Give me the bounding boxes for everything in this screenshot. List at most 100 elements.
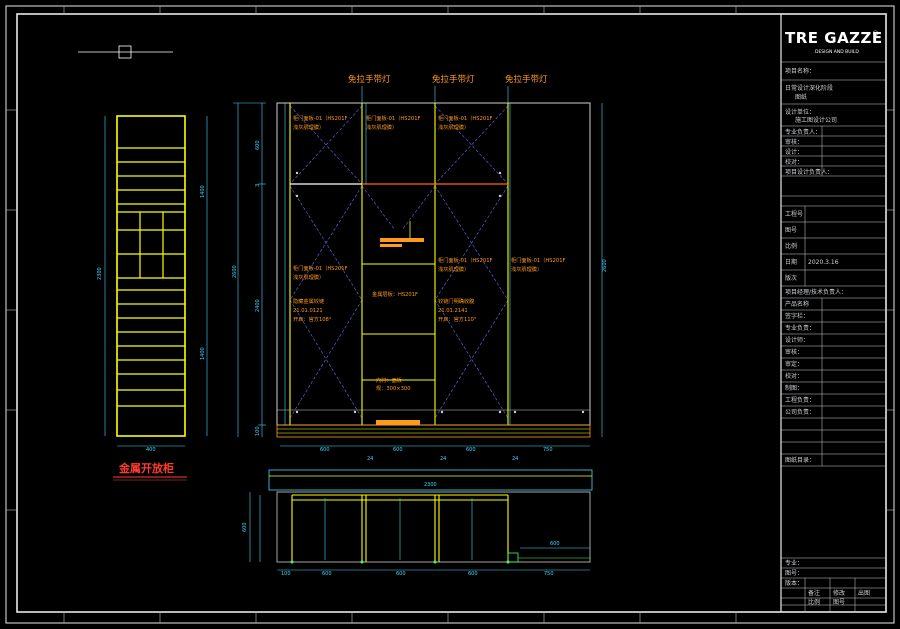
plan-dim-b: 600 [322, 571, 332, 577]
note-door-top-1b: 浅灰肌理膜） [293, 123, 324, 131]
brand-logo: TRE GAZZE [785, 29, 883, 47]
tb-row-29: 图号： [785, 570, 803, 577]
tb-row-32: 修改 [833, 589, 845, 597]
elev-gap-3: 24 [512, 456, 518, 462]
section-symbol [78, 45, 173, 59]
note-door-mid-3b: 浅灰肌理膜） [438, 265, 469, 273]
led-label-2: 免拉手带灯 [432, 74, 475, 85]
tb-row-23: 校对： [785, 372, 803, 380]
side-dim-upper: 1400 [200, 185, 206, 198]
tb-row-0: 项目名称： [785, 67, 815, 75]
side-dim-total: 2300 [97, 267, 103, 280]
note-hinge-right-3: 开启：官方110° [438, 315, 477, 323]
tb-row-28: 专业： [785, 559, 803, 567]
front-elevation [233, 102, 603, 447]
tb-row-3: 设计单位： [785, 108, 815, 116]
tb-row-20: 设计师： [785, 336, 809, 344]
elev-dim-base: 100 [255, 426, 261, 436]
plan-dim-c: 600 [396, 571, 406, 577]
note-hinge-right-2: 21.01.2141 [438, 308, 468, 314]
tb-row-14: 2020.3.16 [808, 259, 839, 266]
tb-row-34: 比例 [808, 598, 820, 606]
tb-row-15: 版次 [785, 274, 797, 282]
note-door-mid-4: 柜门面板-01（HS201F [511, 256, 566, 264]
note-door-top-3: 柜门面板-01（HS201F [438, 114, 493, 122]
tb-row-26: 公司负责： [785, 408, 815, 416]
tb-row-19: 专业负责： [785, 324, 815, 332]
tb-row-18: 签字栏： [785, 312, 809, 320]
tb-row-4: 施工图设计公司 [795, 116, 837, 124]
elev-dim-w1: 600 [320, 447, 330, 453]
tb-row-33: 出图 [858, 589, 870, 597]
note-door-mid-1: 柜门面板-01（HS201F [293, 264, 348, 272]
tb-row-30: 版本： [785, 579, 803, 587]
elev-gap-2: 24 [440, 456, 446, 462]
tb-row-17: 产品名称 [785, 300, 809, 308]
elev-dim-w3: 600 [466, 447, 476, 453]
tb-row-13: 日期 [785, 258, 797, 266]
tb-row-8: 校对： [785, 158, 803, 166]
tb-row-21: 审核： [785, 348, 803, 356]
plan-view [249, 469, 593, 571]
tb-row-16: 项目经理/技术负责人： [785, 288, 847, 296]
elev-dim-total-right: 2600 [602, 259, 608, 272]
registered-mark: ® [872, 30, 879, 38]
tb-row-24: 制图： [785, 384, 803, 392]
title-block [781, 61, 886, 612]
note-hinge-left: 隐藏金属铰链 [293, 297, 325, 305]
elev-dim-w2: 600 [393, 447, 403, 453]
drawing-title: 金属开放柜 [118, 461, 174, 475]
tb-row-31: 备注 [808, 589, 820, 597]
note-center-2: 内衬：面板 [376, 376, 403, 384]
side-dim-lower: 1400 [200, 347, 206, 360]
plan-dim-d: 600 [468, 571, 478, 577]
tb-row-27: 图纸目录： [785, 456, 815, 464]
tb-row-12: 比例 [785, 242, 797, 250]
plan-dim-f: 600 [550, 541, 560, 547]
inner-frame [16, 13, 887, 613]
brand-subtitle: DESIGN AND BUILD [815, 49, 859, 55]
tb-row-25: 工程负责： [785, 396, 815, 404]
plan-dim-e: 750 [544, 571, 554, 577]
note-door-mid-4b: 浅灰肌理膜） [511, 265, 542, 273]
side-dim-width: 400 [146, 447, 156, 453]
note-door-top-3b: 浅灰肌理膜） [438, 123, 469, 131]
led-label-1: 免拉手带灯 [348, 74, 391, 85]
tb-row-5: 专业负责人： [785, 128, 821, 136]
frame-ticks [6, 6, 894, 623]
elevation-notes: 柜门面板-01（HS201F 浅灰肌理膜） 柜门面板-01（HS201F 浅灰肌… [293, 114, 566, 392]
note-door-top-1: 柜门面板-01（HS201F [293, 114, 348, 122]
tb-row-10: 工程号 [785, 210, 803, 218]
note-door-mid-1b: 浅灰肌理膜） [293, 273, 324, 281]
elev-dim-small: 3 [255, 184, 261, 187]
note-hinge-left-3: 开启：官方108° [293, 315, 332, 323]
tb-row-22: 审定： [785, 360, 803, 368]
title-block-rows: 项目名称： 日常设计深化阶段 图纸 设计单位： 施工图设计公司 专业负责人： 审… [785, 67, 870, 606]
tb-row-35: 图号 [833, 599, 845, 606]
elev-dim-w4: 750 [543, 447, 553, 453]
elev-dim-total-left: 2600 [232, 265, 238, 278]
tb-row-2: 图纸 [795, 93, 807, 101]
side-view-cabinet [104, 115, 208, 447]
note-center: 金属层板：HS201F [372, 290, 418, 298]
led-leaders [361, 86, 509, 103]
tb-row-1: 日常设计深化阶段 [785, 84, 833, 92]
tb-row-6: 审核： [785, 138, 803, 146]
plan-dim-total: 2300 [424, 482, 437, 488]
plan-dim-depth: 600 [242, 522, 248, 532]
note-hinge-left-2: 21.01.0121 [293, 308, 323, 314]
note-center-3: 规：300×300 [376, 384, 411, 392]
elev-dim-mid: 2400 [255, 299, 261, 312]
tb-row-9: 项目设计负责人： [785, 168, 833, 176]
tb-row-7: 设计： [785, 148, 803, 156]
note-door-top-2: 柜门面板-01（HS201F [366, 114, 421, 122]
led-label-3: 免拉手带灯 [505, 74, 548, 85]
tb-row-11: 图号 [785, 227, 797, 234]
outer-frame [5, 5, 895, 624]
note-door-top-2b: 浅灰肌理膜） [366, 123, 397, 131]
plan-dim-a: 100 [281, 571, 291, 577]
elev-gap-1: 24 [367, 456, 373, 462]
elev-dim-top: 600 [255, 140, 261, 150]
note-hinge-right: 铰链门明确收腹 [438, 297, 475, 305]
